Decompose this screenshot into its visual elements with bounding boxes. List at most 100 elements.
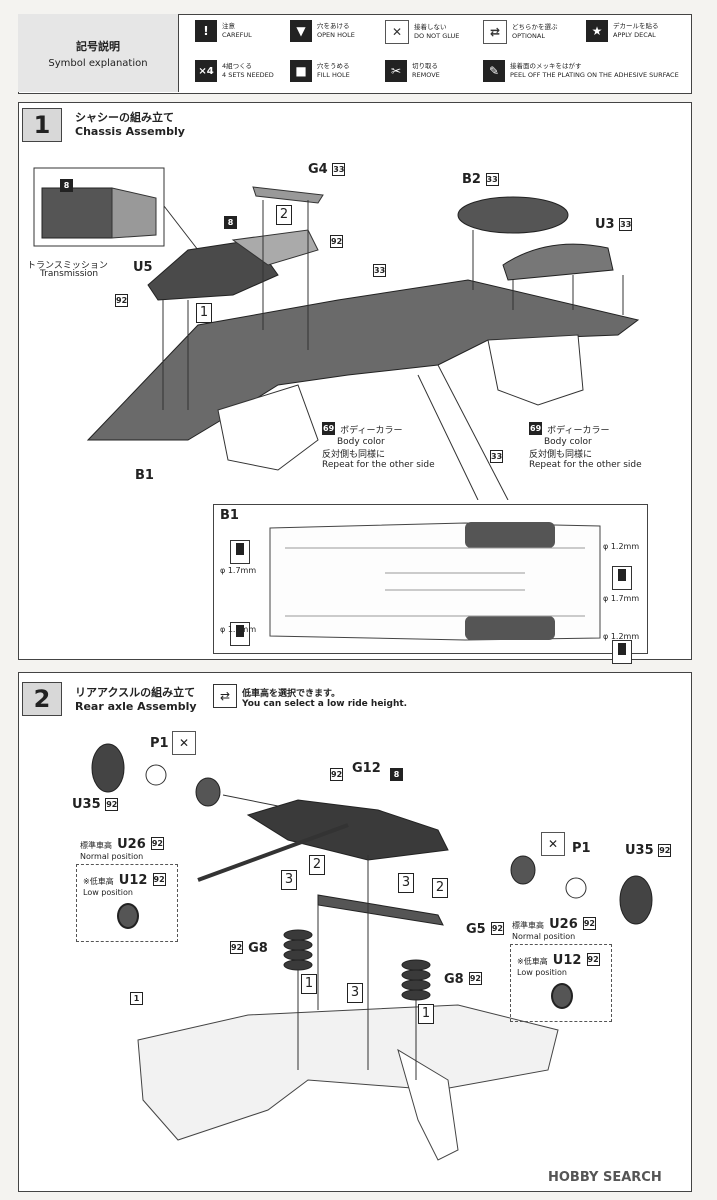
hole-size-17-left: φ 1.7mm <box>220 566 257 575</box>
g8-text: G8 <box>444 972 464 987</box>
rear-axle-drawing <box>91 743 653 1161</box>
drill-hole-icon <box>612 566 632 590</box>
chassis-assembly-drawing <box>33 167 640 500</box>
low-position: Low position <box>517 968 567 977</box>
label-g4: G4 33 <box>308 162 346 177</box>
g5-part <box>317 894 444 926</box>
decal-star-icon: ★ <box>586 20 608 42</box>
color-code-92: 92 <box>658 844 672 857</box>
color-code-33: 33 <box>332 163 346 176</box>
times-four-icon: ×4 <box>195 60 217 82</box>
drill-hole-icon <box>230 540 250 564</box>
std-jp: 標準車高 <box>512 921 544 930</box>
label-g8-left: 92 G8 <box>230 937 268 956</box>
step-2-note-jp: 低車高を選択できます。 <box>242 689 341 699</box>
low-jp: ※低車高 <box>83 877 114 886</box>
label-u35-left: U35 92 <box>72 797 119 812</box>
color-code-92: 92 <box>468 972 482 985</box>
order-3-mid: 3 <box>398 873 414 893</box>
body-color-en: Body color <box>544 437 592 447</box>
u12-right-part <box>551 983 573 1009</box>
legend-label-jp: 穴をうめる <box>317 62 350 70</box>
left-tire <box>91 743 125 793</box>
color-code-33: 33 <box>490 450 503 463</box>
label-box-1: 1 <box>130 988 143 1007</box>
order-2: 2 <box>276 205 292 225</box>
color-code-92: 92 <box>490 922 504 935</box>
step-1-title-jp: シャシーの組み立て <box>75 111 174 124</box>
do-not-glue-icon: ✕ <box>541 832 565 856</box>
legend-title-en: Symbol explanation <box>48 57 148 69</box>
legend-label-en: CAREFUL <box>222 31 252 39</box>
u12-text: U12 <box>552 953 582 968</box>
legend-label-jp: デカールを貼る <box>613 22 659 30</box>
do-not-glue-icon: ✕ <box>385 20 409 44</box>
g4-part <box>252 186 324 204</box>
legend-label-jp: どちらかを選ぶ <box>512 23 558 31</box>
legend-label-jp: 注意 <box>222 22 235 30</box>
b1-underside-drawing <box>269 522 601 641</box>
p1-right <box>565 877 587 899</box>
legend-label-en: 4 SETS NEEDED <box>222 71 274 79</box>
low-position: Low position <box>83 888 133 897</box>
legend-label-jp: 4組つくる <box>222 62 253 70</box>
label-33-lower: 33 <box>490 446 503 465</box>
color-code-8: 8 <box>390 768 403 781</box>
fill-hole-icon: ■ <box>290 60 312 82</box>
u12-left-part <box>117 903 139 929</box>
repeat-en: Repeat for the other side <box>529 460 642 470</box>
color-code-92: 92 <box>115 294 128 307</box>
label-u26-right: 標準車高 U26 92 Normal position <box>512 913 596 941</box>
b2-part <box>457 196 569 234</box>
body-color-note-right: 69 ボディーカラー Body color 反対側も同様に Repeat for… <box>529 418 642 470</box>
label-8-inset: 8 <box>60 175 73 194</box>
legend-title-jp: 記号説明 <box>76 39 120 53</box>
label-u3: U3 33 <box>595 217 633 232</box>
legend-label-en: REMOVE <box>412 71 440 79</box>
do-not-glue-icon: ✕ <box>172 731 196 755</box>
color-code-92: 92 <box>150 837 164 850</box>
drill-hole-icon <box>612 640 632 664</box>
label-g8-right: G8 92 <box>444 968 482 987</box>
u3-part <box>502 243 614 281</box>
label-b2: B2 33 <box>462 172 499 187</box>
label-p1-right: P1 <box>572 841 591 856</box>
g8-text: G8 <box>248 941 268 956</box>
label-u35-right: U35 92 <box>625 843 672 858</box>
order-3-left: 3 <box>281 870 297 890</box>
g5-text: G5 <box>466 922 486 937</box>
low-jp: ※低車高 <box>517 957 548 966</box>
body-color-en: Body color <box>337 437 385 447</box>
u26-text: U26 <box>549 917 578 932</box>
hole-size-12-left: φ 1.2mm <box>220 625 257 634</box>
step-2-frame <box>18 672 692 1192</box>
careful-icon: ! <box>195 20 217 42</box>
color-code-92: 92 <box>586 953 600 966</box>
body-color-note-left: 69 ボディーカラー Body color 反対側も同様に Repeat for… <box>322 418 435 470</box>
color-code-33: 33 <box>485 173 499 186</box>
legend-label-en: DO NOT GLUE <box>414 32 460 40</box>
label-g12: G12 <box>352 761 381 776</box>
legend-label-en: PEEL OFF THE PLATING ON THE ADHESIVE SUR… <box>510 71 679 79</box>
spring-right <box>401 959 431 1001</box>
legend-label-jp: 穴をあける <box>317 22 350 30</box>
legend-label-en: OPEN HOLE <box>317 31 355 39</box>
color-code-8: 8 <box>60 179 73 192</box>
step-2-title-jp: リアアクスルの組み立て <box>75 686 196 699</box>
legend-label-en: OPTIONAL <box>512 32 545 40</box>
b2-text: B2 <box>462 172 481 187</box>
label-92-shaft: 92 <box>330 231 343 250</box>
legend-header: 記号説明 Symbol explanation <box>18 14 179 92</box>
body-color-jp: ボディーカラー <box>340 426 403 436</box>
step-1-title-en: Chassis Assembly <box>75 125 185 138</box>
hole-size-17-right: φ 1.7mm <box>603 594 640 603</box>
label-transmission-en: Transmission <box>40 269 99 279</box>
hole-size-12-right-bottom: φ 1.2mm <box>603 632 640 641</box>
label-g5: G5 92 <box>466 918 504 937</box>
